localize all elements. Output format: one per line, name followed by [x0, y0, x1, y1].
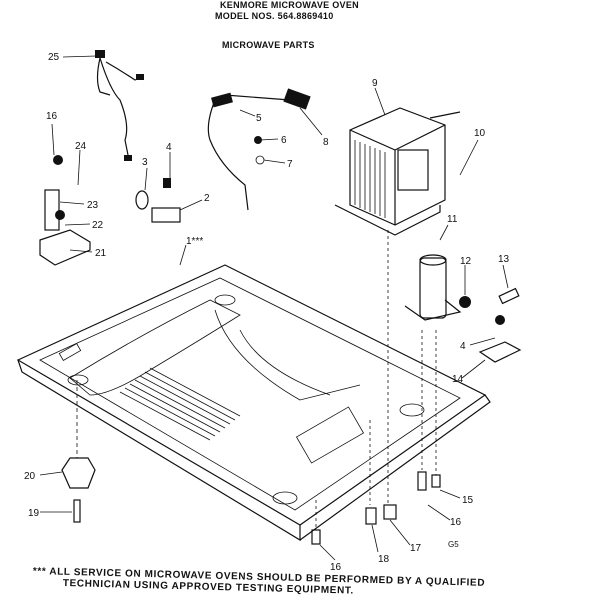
callout-3: 3 — [142, 157, 148, 168]
callout-10: 10 — [474, 128, 486, 139]
callout-20: 20 — [24, 471, 36, 482]
callout-23: 23 — [87, 200, 99, 211]
figure-code: G5 — [448, 540, 459, 549]
callout-18: 18 — [378, 554, 390, 565]
callout-24: 24 — [75, 141, 87, 152]
callout-8: 8 — [323, 137, 329, 148]
wire-harness — [95, 50, 144, 161]
callout-15: 15 — [462, 495, 474, 506]
callout-21: 21 — [95, 248, 107, 259]
callout-4-right: 4 — [460, 341, 466, 352]
foot-assembly — [61, 380, 96, 523]
callout-16-top: 16 — [46, 111, 58, 122]
callout-22: 22 — [92, 220, 104, 231]
callout-5: 5 — [256, 113, 262, 124]
power-cord — [207, 88, 311, 211]
callout-16-bottom: 16 — [330, 562, 342, 573]
base-plate — [16, 264, 491, 542]
callout-13: 13 — [498, 254, 510, 265]
callout-1: 1*** — [186, 236, 203, 247]
callout-19: 19 — [28, 508, 40, 519]
callout-6: 6 — [281, 135, 287, 146]
callout-9: 9 — [372, 78, 378, 89]
capacitor — [404, 254, 462, 321]
switch-bracket — [39, 155, 91, 266]
callout-11: 11 — [447, 214, 458, 225]
diode-fuse — [459, 287, 522, 363]
leader-lines — [39, 55, 509, 561]
callout-14: 14 — [452, 374, 464, 385]
callout-2: 2 — [204, 193, 210, 204]
section-heading: MICROWAVE PARTS — [222, 40, 315, 50]
thermal-protector — [135, 178, 181, 223]
callout-25: 25 — [48, 52, 60, 63]
callout-17: 17 — [410, 543, 422, 554]
callout-16-right: 16 — [450, 517, 462, 528]
callout-7: 7 — [287, 159, 293, 170]
callout-12: 12 — [460, 256, 472, 267]
transformer — [334, 107, 461, 236]
callout-4-left: 4 — [166, 142, 172, 153]
screws — [311, 471, 441, 545]
model-number: MODEL NOS. 564.8869410 — [215, 11, 334, 21]
diagram-title: KENMORE MICROWAVE OVEN — [220, 0, 359, 10]
